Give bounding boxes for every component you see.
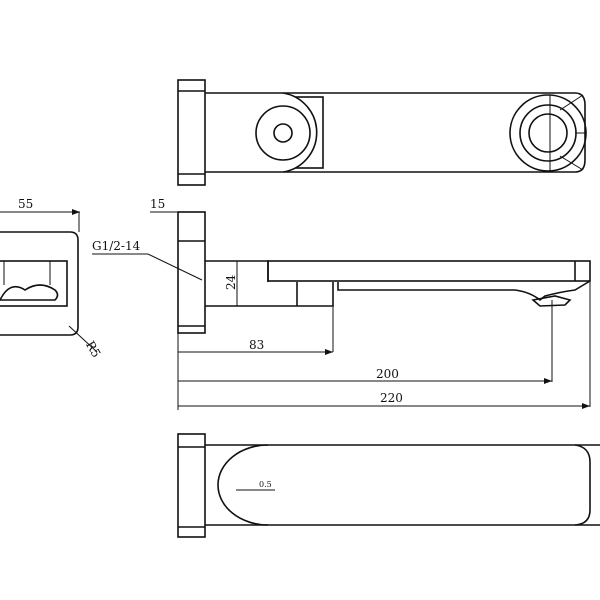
dim-83: 83 xyxy=(249,338,264,352)
dim-220: 220 xyxy=(380,391,403,405)
dim-24: 24 xyxy=(224,274,238,290)
dim-55: 55 xyxy=(18,197,33,211)
bottom-view: 0.5 xyxy=(177,433,600,538)
top-view xyxy=(177,79,587,186)
dim-15: 15 xyxy=(150,197,165,211)
dim-thread: G1/2-14 xyxy=(92,239,141,253)
note-0-5: 0.5 xyxy=(259,480,272,489)
dim-200: 200 xyxy=(376,367,399,381)
side-view: 15 G1/2-14 24 83 200 220 xyxy=(92,197,591,410)
front-view: 55 R5 xyxy=(0,197,104,360)
